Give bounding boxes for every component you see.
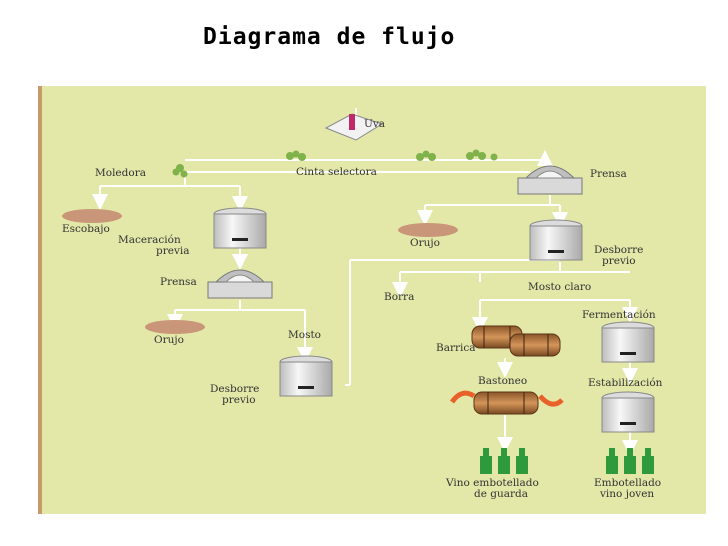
panel-left-border — [38, 86, 42, 514]
label-escobajo: Escobajo — [62, 223, 110, 235]
prensa-top-icon — [517, 165, 583, 195]
prensa-left-icon — [207, 269, 273, 299]
label-desborre-left-2: previo — [222, 394, 256, 406]
label-moledora: Moledora — [95, 167, 146, 179]
barrica-barrels — [471, 325, 561, 357]
uva-hopper — [324, 113, 384, 141]
label-orujo-right: Orujo — [410, 237, 440, 249]
fermentacion-tank — [601, 321, 655, 363]
grapes-on-belt — [172, 149, 498, 178]
label-maceracion-2: previa — [156, 245, 190, 257]
escobajo-pile — [62, 209, 122, 223]
estabilizacion-tank — [601, 391, 655, 433]
label-prensa-top: Prensa — [590, 168, 627, 180]
desborre-right-tank — [529, 219, 583, 261]
label-mosto-claro: Mosto claro — [528, 281, 591, 293]
label-guarda-2: de guarda — [474, 488, 528, 500]
label-borra: Borra — [384, 291, 414, 303]
flow-lines — [92, 108, 638, 456]
label-cinta-selectora: Cinta selectora — [296, 166, 377, 178]
label-prensa-left: Prensa — [160, 276, 197, 288]
label-barrica: Barrica — [436, 342, 476, 354]
desborre-left-tank — [279, 355, 333, 397]
label-bastoneo: Bastoneo — [478, 375, 527, 387]
bottles-joven — [606, 448, 654, 474]
label-guarda-1: Vino embotellado — [445, 477, 539, 489]
orujo-right-pile — [398, 223, 458, 237]
label-mosto: Mosto — [288, 329, 321, 341]
label-estabilizacion: Estabilización — [588, 377, 663, 389]
label-desborre-right-1: Desborre — [594, 244, 643, 256]
label-fermentacion: Fermentación — [582, 309, 656, 321]
label-maceracion-1: Maceración — [118, 234, 181, 246]
page-title: Diagrama de flujo — [203, 24, 456, 50]
bastoneo-barrel — [449, 390, 564, 415]
label-joven-1: Embotellado — [594, 477, 661, 489]
label-uva: Uva — [364, 118, 385, 130]
label-desborre-left-1: Desborre — [210, 383, 259, 395]
label-orujo-left: Orujo — [154, 334, 184, 346]
label-desborre-right-2: previo — [602, 255, 636, 267]
bottles-guarda — [480, 448, 528, 474]
orujo-left-pile — [145, 320, 205, 334]
label-joven-2: vino joven — [599, 488, 654, 500]
maceracion-tank — [213, 207, 267, 249]
